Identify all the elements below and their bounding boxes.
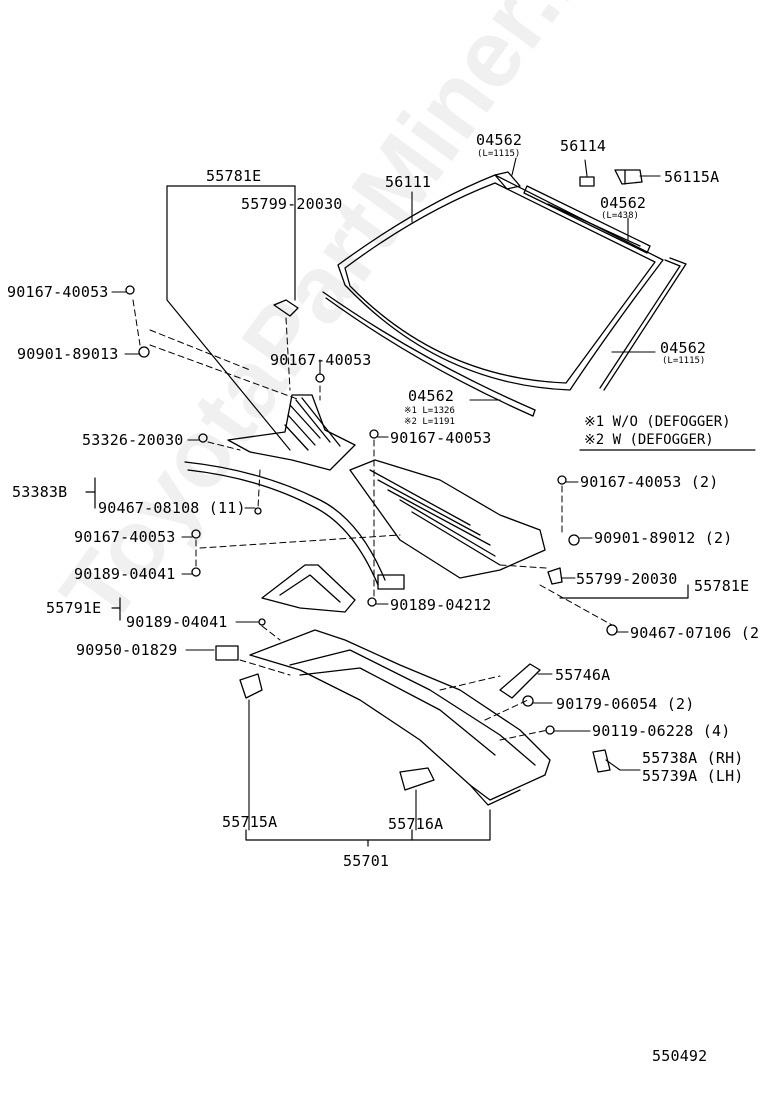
label-55701: 55701 [343,852,390,870]
label-53326-20030: 53326-20030 [82,431,184,449]
label-90167-40053-b: 90167-40053 [270,351,372,369]
label-04562-top: 04562 [476,131,523,149]
label-04562-mid-length: (L=438) [601,211,639,221]
label-90901-89013: 90901-89013 [17,345,119,363]
label-55781E-top: 55781E [206,167,262,185]
bracket-55746A [499,663,541,699]
bracket-55791E [261,564,356,613]
label-90189-04041-a: 90189-04041 [74,565,176,583]
label-55746A: 55746A [555,666,611,684]
label-90167-40053-e: 90167-40053 [74,528,176,546]
dashed-lines [132,299,613,741]
label-55739A-lh: 55739A (LH) [642,767,744,785]
label-90119-06228: 90119-06228 (4) [592,722,731,740]
note-defogger-1: ※1 W/O (DEFOGGER) [584,414,731,430]
label-56111: 56111 [385,173,432,191]
label-55781E-low: 55781E [694,577,750,595]
note-defogger-2: ※2 W (DEFOGGER) [584,432,714,448]
bracket-55715A [239,673,263,699]
label-04562-mid: 04562 [600,194,647,212]
diagram-number: 550492 [652,1047,708,1065]
moulding-right [599,257,687,391]
label-04562-low-length-1: ※1 L=1326 [404,406,455,416]
label-56114: 56114 [560,137,607,155]
fasteners [125,285,618,735]
hood-seal [184,461,405,590]
leader-lines [111,157,661,831]
clip-56114 [579,176,595,187]
moulding-left-lower [322,291,536,417]
label-04562-right: 04562 [660,339,707,357]
label-90189-04041-b: 90189-04041 [126,613,228,631]
label-90179-06054: 90179-06054 (2) [556,695,695,713]
label-04562-right-length: (L=1115) [662,356,706,366]
label-53383B: 53383B [12,483,68,501]
label-90167-40053-a: 90167-40053 [7,283,109,301]
group-brackets [85,185,689,847]
clip-56115A [614,169,643,185]
bracket-55716A [399,767,435,791]
label-90901-89012: 90901-89012 (2) [594,529,733,547]
label-90189-04212: 90189-04212 [390,596,492,614]
label-90950-01829: 90950-01829 [76,641,178,659]
label-04562-low-length-2: ※2 L=1191 [404,417,455,427]
cowl-panel [249,629,551,806]
cowl-louver-right [349,459,546,579]
label-55791E: 55791E [46,599,102,617]
label-90167-40053-c: 90167-40053 [390,429,492,447]
label-04562-top-length: (L=1115) [477,149,521,159]
label-55799-20030-top: 55799-20030 [241,195,343,213]
label-56115A: 56115A [664,168,720,186]
cowl-louver-left [227,394,356,471]
label-55716A: 55716A [388,815,444,833]
windshield-glass [337,174,664,391]
label-04562-low: 04562 [408,387,455,405]
label-55799-20030-low: 55799-20030 [576,570,678,588]
bracket-55738A [592,749,611,773]
label-90467-07106: 90467-07106 (2) [630,624,760,642]
label-90467-08108: 90467-08108 (11) [98,499,246,517]
label-90167-40053-d: 90167-40053 (2) [580,473,719,491]
moulding-top [494,171,651,254]
label-55738A-rh: 55738A (RH) [642,749,744,767]
label-55715A: 55715A [222,813,278,831]
